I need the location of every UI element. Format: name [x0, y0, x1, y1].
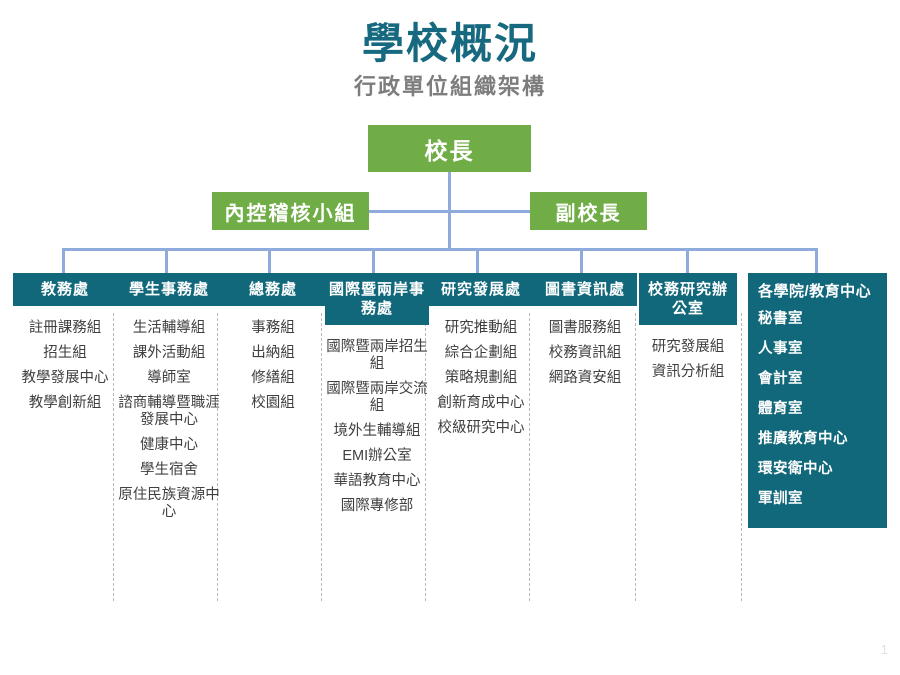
box-internal-audit-group[interactable]: 內控稽核小組 — [212, 192, 369, 230]
column-divider — [635, 313, 636, 601]
list-item[interactable]: 生活輔導組 — [132, 320, 206, 336]
list-item[interactable]: 網路資安組 — [548, 370, 622, 386]
column-divider — [113, 313, 114, 601]
connector-center-to-vice — [448, 210, 530, 213]
list-item[interactable]: 圖書服務組 — [548, 320, 622, 336]
department-column-institutional-research: 校務研究辦公室 研究發展組 資訊分析組 — [639, 273, 737, 385]
page-subtitle: 行政單位組織架構 — [353, 74, 546, 99]
box-president-label: 校長 — [424, 137, 475, 164]
connector-drop-4 — [372, 248, 375, 275]
column-header-colleges-education-centers[interactable]: 各學院/教育中心 — [758, 283, 872, 300]
list-item[interactable]: 體育室 — [758, 401, 803, 417]
list-item[interactable]: 研究發展組 — [651, 339, 725, 355]
title-block: 學校概況 行政單位組織架構 — [0, 18, 900, 102]
column-header-student-affairs[interactable]: 學生事務處 — [117, 273, 221, 306]
page-title: 學校概況 — [361, 20, 538, 67]
department-column-research-development: 研究發展處 研究推動組 綜合企劃組 策略規劃組 創新育成中心 校級研究中心 — [429, 273, 533, 441]
list-item[interactable]: 招生組 — [43, 345, 87, 361]
column-items-institutional-research: 研究發展組 資訊分析組 — [639, 325, 737, 385]
list-item[interactable]: 課外活動組 — [132, 345, 206, 361]
list-item[interactable]: 諮商輔導暨職涯發展中心 — [118, 395, 220, 428]
list-item[interactable]: 會計室 — [758, 371, 803, 387]
list-item[interactable]: 資訊分析組 — [651, 364, 725, 380]
column-divider — [529, 313, 530, 601]
connector-drop-3 — [268, 248, 271, 275]
column-header-general-affairs[interactable]: 總務處 — [221, 273, 325, 306]
connector-drop-6 — [580, 248, 583, 275]
list-item[interactable]: 學生宿舍 — [140, 462, 198, 478]
list-item[interactable]: 教學創新組 — [28, 395, 102, 411]
connector-department-bus — [62, 248, 818, 251]
connector-drop-5 — [476, 248, 479, 275]
column-items-academic-affairs: 註冊課務組 招生組 教學發展中心 教學創新組 — [13, 306, 117, 416]
connector-drop-8 — [815, 248, 818, 275]
column-items-research-development: 研究推動組 綜合企劃組 策略規劃組 創新育成中心 校級研究中心 — [429, 306, 533, 441]
department-column-colleges-education-centers: 各學院/教育中心 秘書室 人事室 會計室 體育室 推廣教育中心 環安衛中心 軍訓… — [748, 273, 887, 528]
column-header-research-development[interactable]: 研究發展處 — [429, 273, 533, 306]
department-column-international-affairs: 國際暨兩岸事務處 國際暨兩岸招生組 國際暨兩岸交流組 境外生輔導組 EMI辦公室… — [325, 273, 429, 519]
page-number: 1 — [880, 642, 888, 657]
list-item[interactable]: 環安衛中心 — [758, 461, 833, 477]
connector-drop-1 — [62, 248, 65, 275]
list-item[interactable]: 人事室 — [758, 341, 803, 357]
list-item[interactable]: 策略規劃組 — [444, 370, 518, 386]
list-item[interactable]: 註冊課務組 — [28, 320, 102, 336]
list-item[interactable]: 研究推動組 — [444, 320, 518, 336]
column-divider — [217, 313, 218, 601]
list-item[interactable]: 教學發展中心 — [21, 370, 109, 386]
list-item[interactable]: 推廣教育中心 — [758, 431, 848, 447]
connector-drop-7 — [686, 248, 689, 275]
list-item[interactable]: 導師室 — [147, 370, 191, 386]
column-divider — [741, 313, 742, 601]
box-president[interactable]: 校長 — [368, 125, 531, 172]
column-header-institutional-research[interactable]: 校務研究辦公室 — [639, 273, 737, 325]
list-item[interactable]: 境外生輔導組 — [333, 423, 421, 439]
column-items-student-affairs: 生活輔導組 課外活動組 導師室 諮商輔導暨職涯發展中心 健康中心 學生宿舍 原住… — [117, 306, 221, 525]
list-item[interactable]: 國際暨兩岸招生組 — [326, 339, 428, 372]
column-items-library-information: 圖書服務組 校務資訊組 網路資安組 — [533, 306, 637, 391]
list-item[interactable]: 修繕組 — [251, 370, 295, 386]
column-divider — [425, 313, 426, 601]
box-vice-president[interactable]: 副校長 — [530, 192, 647, 230]
list-item[interactable]: 校園組 — [251, 395, 295, 411]
list-item[interactable]: 創新育成中心 — [437, 395, 525, 411]
list-item[interactable]: 校級研究中心 — [437, 420, 525, 436]
department-column-academic-affairs: 教務處 註冊課務組 招生組 教學發展中心 教學創新組 — [13, 273, 117, 416]
list-item[interactable]: 事務組 — [251, 320, 295, 336]
list-item[interactable]: 華語教育中心 — [333, 473, 421, 489]
department-column-library-information: 圖書資訊處 圖書服務組 校務資訊組 網路資安組 — [533, 273, 637, 391]
connector-center-down — [448, 210, 451, 248]
column-header-international-affairs[interactable]: 國際暨兩岸事務處 — [325, 273, 429, 325]
list-item[interactable]: 國際專修部 — [340, 498, 414, 514]
list-item[interactable]: 軍訓室 — [758, 491, 803, 507]
list-item[interactable]: 原住民族資源中心 — [118, 487, 220, 520]
connector-president-down — [448, 172, 451, 211]
department-column-general-affairs: 總務處 事務組 出納組 修繕組 校園組 — [221, 273, 325, 416]
box-internal-audit-label: 內控稽核小組 — [224, 202, 357, 225]
column-divider — [321, 313, 322, 601]
list-item[interactable]: 秘書室 — [758, 311, 803, 327]
department-column-student-affairs: 學生事務處 生活輔導組 課外活動組 導師室 諮商輔導暨職涯發展中心 健康中心 學… — [117, 273, 221, 525]
box-vice-president-label: 副校長 — [555, 202, 622, 225]
list-item[interactable]: 校務資訊組 — [548, 345, 622, 361]
connector-drop-2 — [165, 248, 168, 275]
list-item[interactable]: 綜合企劃組 — [444, 345, 518, 361]
column-items-general-affairs: 事務組 出納組 修繕組 校園組 — [221, 306, 325, 416]
list-item[interactable]: 健康中心 — [140, 437, 198, 453]
department-columns: 教務處 註冊課務組 招生組 教學發展中心 教學創新組 學生事務處 生活輔導組 課… — [0, 273, 900, 613]
column-items-international-affairs: 國際暨兩岸招生組 國際暨兩岸交流組 境外生輔導組 EMI辦公室 華語教育中心 國… — [325, 325, 429, 519]
list-item[interactable]: 國際暨兩岸交流組 — [326, 381, 428, 414]
column-header-academic-affairs[interactable]: 教務處 — [13, 273, 117, 306]
list-item[interactable]: EMI辦公室 — [342, 448, 412, 464]
list-item[interactable]: 出納組 — [251, 345, 295, 361]
connector-audit-to-center — [369, 210, 449, 213]
column-header-library-information[interactable]: 圖書資訊處 — [533, 273, 637, 306]
